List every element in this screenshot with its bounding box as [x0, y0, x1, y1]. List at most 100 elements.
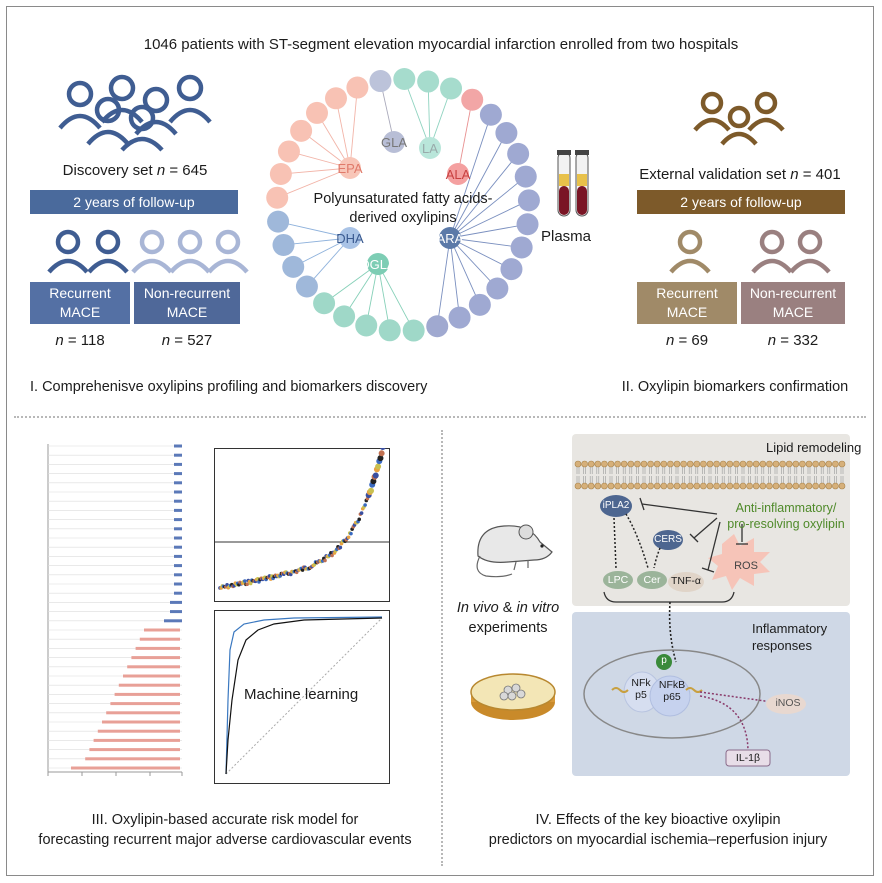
validation-set-label: External validation set n = 401 — [639, 166, 841, 183]
network-hub-label-ara: ARA — [437, 231, 464, 246]
network-hub-gla — [383, 131, 405, 153]
coef-bar-negative — [174, 564, 182, 568]
network-leaf-node — [517, 189, 540, 212]
coef-bar-positive — [102, 720, 180, 724]
network-leaf-node — [333, 305, 356, 328]
anti-inflammatory-label: Anti-inflammatory/pro-resolving oxylipin — [727, 501, 845, 531]
scatter-point — [338, 545, 343, 550]
plasma-label: Plasma — [541, 228, 592, 245]
network-leaf-node — [313, 292, 336, 315]
lpc-label: LPC — [607, 574, 629, 586]
mouse-icon — [476, 524, 553, 578]
network-leaf-node — [266, 186, 289, 209]
network-hub-label-dgla: DGLA — [360, 257, 396, 272]
network-hub-label-epa: EPA — [337, 161, 362, 176]
discovery-nonrecurrent-n: n = 527 — [161, 332, 213, 349]
coef-bar-positive — [93, 738, 180, 742]
coef-bar-positive — [118, 683, 180, 687]
coef-bar-positive — [110, 702, 180, 706]
network-leaf-node — [346, 76, 369, 99]
cer-label: Cer — [643, 574, 661, 586]
network-leaf-node — [295, 275, 318, 298]
network-leaf-node — [479, 103, 502, 126]
risk-score-scatter-plot — [214, 448, 390, 602]
scatter-point — [349, 531, 353, 536]
scatter-point — [288, 572, 293, 577]
network-leaf-node — [355, 314, 378, 337]
network-leaf-node — [440, 77, 463, 100]
section-1-caption: I. Comprehenisve oxylipins profiling and… — [30, 379, 428, 395]
machine-learning-label: Machine learning — [244, 686, 359, 703]
figure-title: 1046 patients with ST-segment elevation … — [143, 36, 739, 53]
lipid-remodeling-label: Lipid remodeling — [766, 440, 862, 455]
scatter-point — [323, 558, 327, 563]
network-leaf-node — [500, 258, 523, 281]
network-hub-label-ala: ALA — [446, 167, 471, 182]
coef-bar-positive — [85, 757, 180, 761]
coef-bar-negative — [174, 536, 182, 540]
scatter-point — [377, 455, 384, 462]
network-hub-epa — [339, 157, 361, 179]
mechanism-diagram — [574, 460, 846, 767]
coef-bar-negative — [170, 600, 182, 604]
coef-bar-negative — [174, 545, 182, 549]
network-leaf-node — [417, 70, 440, 93]
scatter-point — [378, 450, 385, 457]
coef-bar-negative — [170, 610, 182, 614]
phospho-label: p — [661, 655, 667, 666]
network-leaf-node — [495, 121, 518, 144]
network-hub-dgla — [367, 253, 389, 275]
plasma-tubes-icon — [557, 150, 589, 217]
coef-bar-negative — [174, 462, 182, 466]
network-hub-la — [419, 137, 441, 159]
inflammatory-panel — [572, 612, 850, 776]
discovery-recurrent-box: Recurrent MACE — [30, 282, 130, 324]
network-hub-ala — [447, 163, 469, 185]
roc-curve-plot — [214, 610, 390, 784]
network-leaf-node — [448, 306, 471, 329]
discovery-recurrent-n: n = 118 — [55, 332, 105, 349]
scatter-point — [357, 517, 362, 522]
coef-bar-negative — [174, 444, 182, 448]
scatter-point — [245, 582, 249, 587]
experiments-label: In vivo & in vitro experiments — [456, 600, 560, 636]
scatter-point — [368, 487, 375, 494]
network-leaf-node — [324, 87, 347, 110]
coef-bar-positive — [139, 637, 180, 641]
scatter-point — [330, 553, 334, 558]
scatter-point — [242, 579, 247, 583]
validation-recurrent-box: Recurrent MACE — [637, 282, 737, 324]
section-2-caption: II. Oxylipin biomarkers confirmation — [621, 379, 849, 395]
discovery-set-label: Discovery set n = 645 — [62, 162, 208, 179]
coef-bar-negative — [174, 490, 182, 494]
coef-bar-negative — [174, 591, 182, 595]
network-leaf-node — [282, 255, 305, 278]
validation-people-icon — [693, 91, 785, 146]
coef-bar-positive — [106, 711, 180, 715]
scatter-point — [375, 463, 382, 470]
network-leaf-node — [507, 142, 530, 165]
network-hub-ara — [439, 227, 461, 249]
horizontal-divider — [14, 416, 866, 418]
coef-bar-positive — [71, 766, 180, 770]
scatter-point — [300, 568, 305, 572]
scatter-point — [363, 503, 367, 507]
coef-bar-negative — [174, 508, 182, 512]
coef-bar-positive — [131, 656, 180, 660]
scatter-point — [346, 535, 351, 540]
network-leaf-node — [277, 140, 300, 163]
coef-bar-positive — [127, 665, 180, 669]
validation-outcome-people-icon — [669, 229, 831, 274]
validation-followup-bar: 2 years of follow-up — [637, 190, 845, 214]
network-center-label: Polyunsaturated fatty acids-derived oxyl… — [313, 191, 493, 226]
network-leaf-node — [426, 315, 449, 338]
discovery-followup-bar: 2 years of follow-up — [30, 190, 238, 214]
validation-nonrecurrent-box: Non-recurrent MACE — [741, 282, 845, 324]
scatter-point — [359, 511, 364, 515]
network-leaf-node — [272, 233, 295, 256]
coef-bar-negative — [174, 481, 182, 485]
network-leaf-node — [516, 213, 539, 236]
coef-bar-positive — [123, 674, 180, 678]
network-leaf-node — [369, 70, 392, 93]
